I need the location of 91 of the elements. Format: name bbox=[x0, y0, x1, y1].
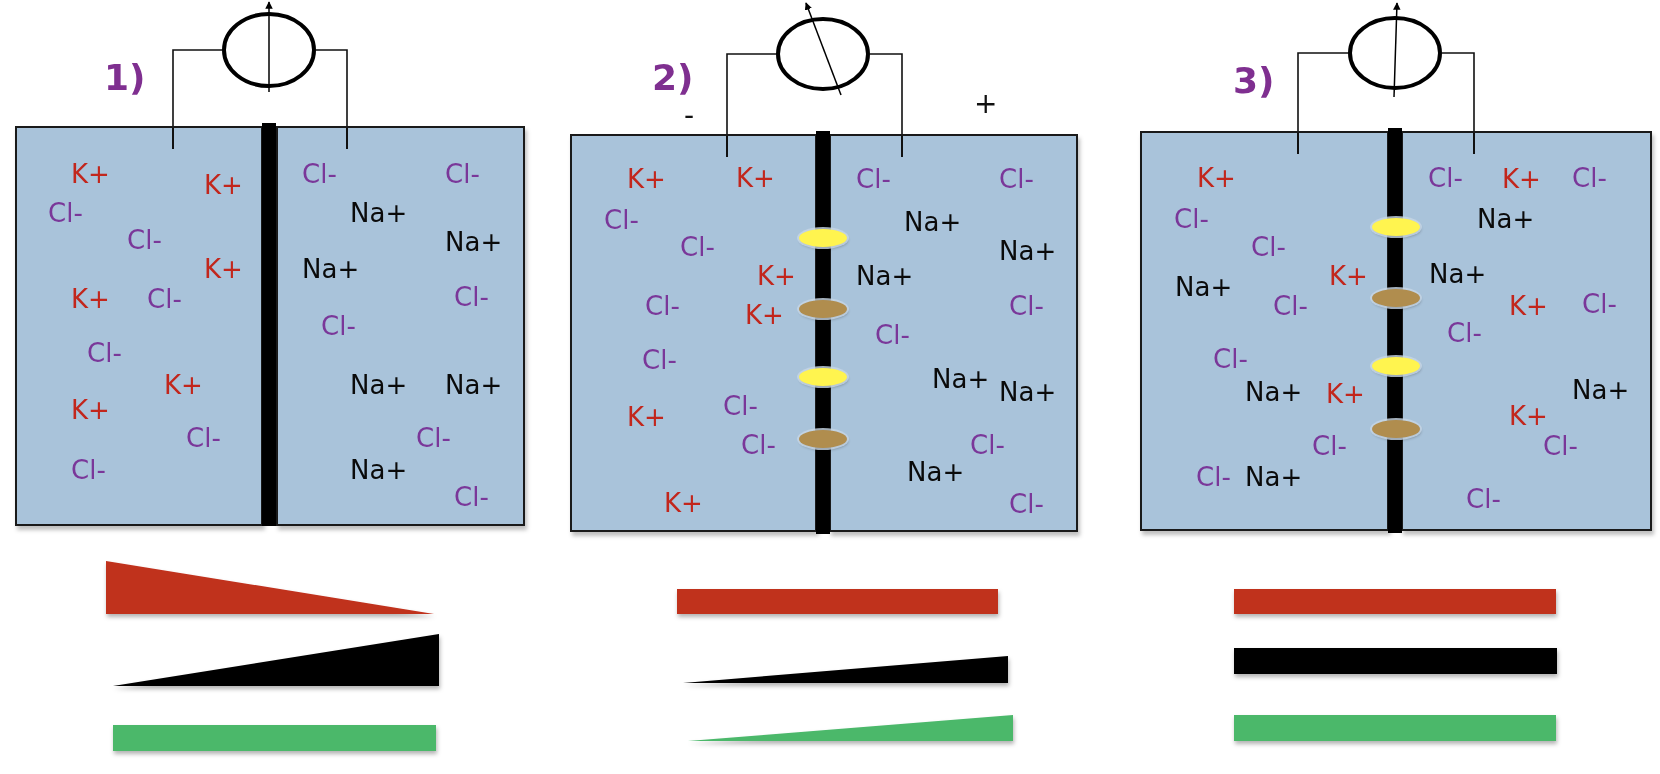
ion-label: Cl- bbox=[856, 166, 891, 192]
ion-label: K+ bbox=[204, 256, 243, 282]
ion-label: K+ bbox=[1509, 293, 1548, 319]
ion-label: K+ bbox=[1326, 381, 1365, 407]
ion-label: Cl- bbox=[1447, 320, 1482, 346]
ion-label: Cl- bbox=[999, 166, 1034, 192]
ion-label: Na+ bbox=[907, 459, 965, 485]
solution-compartment bbox=[15, 126, 263, 526]
ion-label: K+ bbox=[664, 490, 703, 516]
ion-label: K+ bbox=[745, 302, 784, 328]
ion-label: Cl- bbox=[741, 432, 776, 458]
solution-compartment bbox=[570, 134, 817, 532]
wire bbox=[1297, 52, 1349, 132]
ion-label: Cl- bbox=[1009, 491, 1044, 517]
ion-label: Cl- bbox=[416, 425, 451, 451]
ion-label: Cl- bbox=[454, 284, 489, 310]
panel-number: 3) bbox=[1233, 63, 1275, 99]
ion-label: Cl- bbox=[604, 207, 639, 233]
ion-label: Na+ bbox=[350, 372, 408, 398]
membrane bbox=[262, 123, 276, 526]
ion-label: K+ bbox=[71, 397, 110, 423]
ion-label: Cl- bbox=[302, 161, 337, 187]
ion-label: Na+ bbox=[999, 238, 1057, 264]
ion-label: Na+ bbox=[1245, 464, 1303, 490]
ion-label: Cl- bbox=[642, 347, 677, 373]
ion-label: Na+ bbox=[1572, 377, 1630, 403]
ion-label: Cl- bbox=[1174, 206, 1209, 232]
ion-label: Na+ bbox=[1477, 206, 1535, 232]
solution-compartment bbox=[276, 126, 525, 526]
ion-label: K+ bbox=[1197, 165, 1236, 191]
ion-label: Na+ bbox=[1245, 379, 1303, 405]
ion-label: K+ bbox=[71, 161, 110, 187]
ion-label: Na+ bbox=[350, 200, 408, 226]
ion-label: Cl- bbox=[1213, 346, 1248, 372]
ion-label: Cl- bbox=[645, 293, 680, 319]
ion-label: K+ bbox=[1509, 403, 1548, 429]
ion-label: Cl- bbox=[723, 393, 758, 419]
ion-label: Cl- bbox=[1572, 165, 1607, 191]
voltmeter-icon bbox=[1348, 0, 1442, 100]
ion-label: Cl- bbox=[321, 313, 356, 339]
wire bbox=[1441, 52, 1475, 132]
ion-label: Cl- bbox=[127, 227, 162, 253]
ion-label: Cl- bbox=[454, 484, 489, 510]
ion-label: Na+ bbox=[302, 256, 360, 282]
ion-label: Cl- bbox=[147, 286, 182, 312]
solution-compartment bbox=[829, 134, 1078, 532]
solution-compartment bbox=[1140, 131, 1389, 531]
ion-label: Cl- bbox=[1196, 464, 1231, 490]
ion-label: Cl- bbox=[970, 432, 1005, 458]
ion-label: Na+ bbox=[999, 379, 1057, 405]
ion-label: K+ bbox=[736, 165, 775, 191]
ion-label: K+ bbox=[627, 404, 666, 430]
ion-label: Cl- bbox=[71, 457, 106, 483]
ion-label: Cl- bbox=[87, 340, 122, 366]
ion-label: Cl- bbox=[1543, 433, 1578, 459]
ion-label: Na+ bbox=[1175, 274, 1233, 300]
ion-label: Cl- bbox=[1582, 291, 1617, 317]
wire bbox=[315, 49, 348, 127]
ion-label: Cl- bbox=[1428, 165, 1463, 191]
ion-label: Na+ bbox=[932, 366, 990, 392]
ion-label: Na+ bbox=[445, 229, 503, 255]
ion-label: Na+ bbox=[904, 209, 962, 235]
ion-label: Na+ bbox=[350, 457, 408, 483]
wire bbox=[869, 53, 903, 135]
ion-label: Cl- bbox=[186, 425, 221, 451]
ion-label: Cl- bbox=[48, 200, 83, 226]
panel-number: 2) bbox=[652, 60, 694, 96]
ion-label: K+ bbox=[204, 172, 243, 198]
wire bbox=[172, 49, 223, 127]
ion-label: Cl- bbox=[1273, 293, 1308, 319]
ion-label: Na+ bbox=[1429, 261, 1487, 287]
ion-label: Cl- bbox=[1466, 486, 1501, 512]
ion-label: Na+ bbox=[445, 372, 503, 398]
ion-label: Cl- bbox=[680, 234, 715, 260]
wire bbox=[726, 53, 777, 135]
panel-number: 1) bbox=[104, 60, 146, 96]
ion-label: K+ bbox=[1502, 166, 1541, 192]
ion-label: K+ bbox=[757, 263, 796, 289]
ion-label: Cl- bbox=[875, 322, 910, 348]
polarity-sign: + bbox=[974, 90, 998, 118]
polarity-sign: - bbox=[684, 102, 695, 130]
ion-label: Cl- bbox=[445, 161, 480, 187]
ion-label: Na+ bbox=[856, 263, 914, 289]
ion-label: K+ bbox=[1329, 263, 1368, 289]
ion-label: Cl- bbox=[1312, 433, 1347, 459]
ion-label: Cl- bbox=[1009, 293, 1044, 319]
ion-label: K+ bbox=[71, 286, 110, 312]
ion-label: K+ bbox=[627, 166, 666, 192]
ion-label: Cl- bbox=[1251, 234, 1286, 260]
solution-compartment bbox=[1401, 131, 1652, 531]
ion-label: K+ bbox=[164, 372, 203, 398]
